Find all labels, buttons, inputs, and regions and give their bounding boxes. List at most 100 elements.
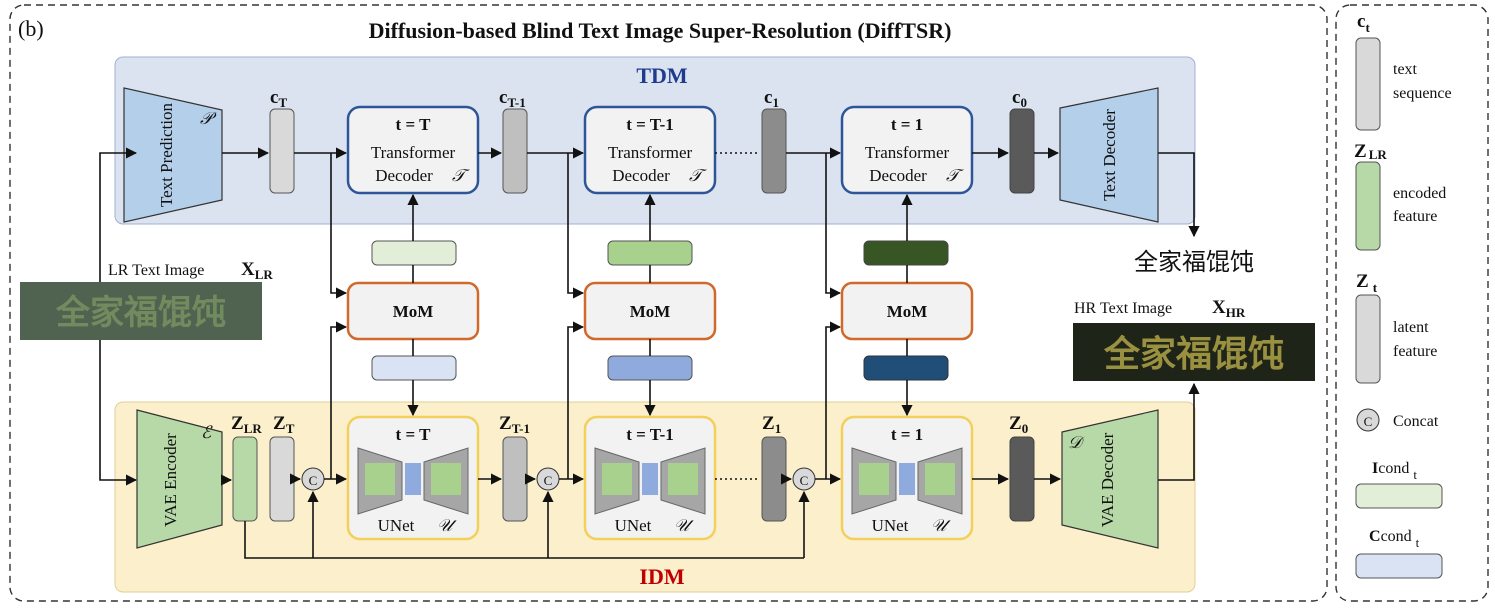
hr-text-image: 全家福馄饨 [1073, 323, 1315, 381]
mom-block-T: MoM [346, 281, 480, 341]
mom-block-T-1: MoM [583, 281, 717, 341]
c-0-label: c0 [1012, 87, 1027, 110]
z-1-bar [761, 436, 787, 522]
unet-block-T-1: t = T-1 UNet 𝒰 [583, 415, 717, 541]
svg-text:Zt: Zt [1356, 271, 1378, 295]
icond-bar-step-T-1 [607, 240, 693, 266]
vae-encoder-block: VAE Encoder ℰ [136, 409, 223, 549]
z-0-label: Z0 [1009, 413, 1028, 436]
svg-text:𝒰: 𝒰 [931, 516, 951, 535]
recognized-text-output: 全家福馄饨 [1134, 248, 1254, 276]
icond-bar-step-T [371, 240, 457, 266]
main-panel-frame [9, 4, 1328, 602]
c-0-bar [1009, 108, 1035, 194]
legend-item-text-sequence: ct text sequence [1355, 11, 1452, 131]
z-LR-label: ZLR [231, 413, 262, 436]
concat-node-2: C [536, 467, 560, 491]
z-T-label: ZT [273, 413, 295, 436]
svg-text:C: C [800, 473, 809, 488]
ccond-bar-step-T [371, 355, 457, 381]
svg-text:𝒰: 𝒰 [437, 516, 457, 535]
icond-bar-step-1 [863, 240, 949, 266]
figure-title: Diffusion-based Blind Text Image Super-R… [369, 18, 952, 43]
vae-decoder-label: VAE Decoder [1098, 432, 1117, 527]
z-T-1-label: ZT-1 [499, 413, 530, 436]
svg-text:UNet: UNet [615, 516, 652, 535]
svg-text:Decoder: Decoder [612, 166, 670, 185]
svg-text:Transformer: Transformer [608, 143, 693, 162]
lr-text-image: 全家福馄饨 [20, 282, 262, 340]
svg-text:t = T-1: t = T-1 [626, 115, 673, 134]
c-T-1-bar [502, 108, 528, 194]
svg-text:t = T: t = T [396, 425, 432, 444]
svg-text:t = 1: t = 1 [891, 425, 923, 444]
svg-text:Transformer: Transformer [371, 143, 456, 162]
vae-decoder-block: VAE Decoder 𝒟 [1061, 409, 1159, 549]
svg-text:MoM: MoM [887, 302, 928, 321]
legend-panel-frame [1335, 4, 1489, 602]
z-1-label: Z1 [762, 413, 781, 436]
vae-encoder-label: VAE Encoder [161, 433, 180, 527]
svg-text:ZLR: ZLR [1354, 141, 1387, 162]
svg-text:Decoder: Decoder [375, 166, 433, 185]
c-T-label: cT [270, 87, 287, 110]
vae-encoder-symbol: ℰ [201, 423, 213, 442]
svg-text:feature: feature [1393, 208, 1437, 225]
svg-text:UNet: UNet [872, 516, 909, 535]
connectors [99, 147, 1200, 559]
vae-decoder-symbol: 𝒟 [1068, 433, 1085, 452]
svg-text:Decoder: Decoder [869, 166, 927, 185]
text-prediction-label: Text Prediction [157, 102, 176, 207]
legend-item-concat: C Concat [1356, 408, 1439, 432]
transformer-block-T-1: t = T-1 Transformer Decoder 𝒯 [583, 105, 717, 195]
svg-text:C: C [1364, 414, 1373, 429]
svg-text:t = T: t = T [396, 115, 432, 134]
svg-text:C: C [309, 473, 318, 488]
svg-text:𝒰: 𝒰 [674, 516, 694, 535]
z-T-1-bar [502, 436, 528, 522]
c-1-bar [761, 108, 787, 194]
z-LR-bar [232, 436, 258, 522]
text-decoder-label: Text Decoder [1100, 109, 1119, 201]
transformer-block-1: t = 1 Transformer Decoder 𝒯 [840, 105, 974, 195]
mom-block-1: MoM [840, 281, 974, 341]
svg-text:t = 1: t = 1 [891, 115, 923, 134]
concat-node-1: C [301, 467, 325, 491]
svg-text:Concat: Concat [1393, 413, 1439, 430]
unet-block-T: t = T UNet 𝒰 [346, 415, 480, 541]
hr-text-label: HR Text Image [1074, 300, 1172, 317]
svg-text:UNet: UNet [378, 516, 415, 535]
concat-node-3: C [792, 467, 816, 491]
svg-text:全家福馄饨: 全家福馄饨 [1103, 333, 1284, 375]
svg-text:encoded: encoded [1393, 185, 1446, 202]
lr-symbol-label: XLR [241, 259, 273, 282]
text-decoder-block: Text Decoder [1059, 87, 1159, 223]
c-T-1-label: cT-1 [499, 87, 526, 110]
z-T-bar [269, 436, 295, 522]
idm-label: IDM [639, 564, 684, 589]
svg-text:latent: latent [1393, 319, 1429, 336]
text-prediction-block: Text Prediction 𝒫 [123, 87, 223, 223]
c-1-label: c1 [764, 87, 779, 110]
svg-text:t = T-1: t = T-1 [626, 425, 673, 444]
panel-label: (b) [18, 16, 44, 41]
svg-text:text: text [1393, 61, 1418, 78]
ccond-bar-step-1 [863, 355, 949, 381]
svg-text:sequence: sequence [1393, 85, 1452, 102]
svg-text:feature: feature [1393, 343, 1437, 360]
c-T-bar [269, 108, 295, 194]
tdm-label: TDM [636, 63, 688, 88]
hr-symbol-label: XHR [1212, 297, 1246, 320]
ccond-bar-step-T-1 [607, 355, 693, 381]
svg-text:MoM: MoM [393, 302, 434, 321]
svg-text:全家福馄饨: 全家福馄饨 [55, 293, 226, 333]
svg-text:MoM: MoM [630, 302, 671, 321]
svg-text:Transformer: Transformer [865, 143, 950, 162]
